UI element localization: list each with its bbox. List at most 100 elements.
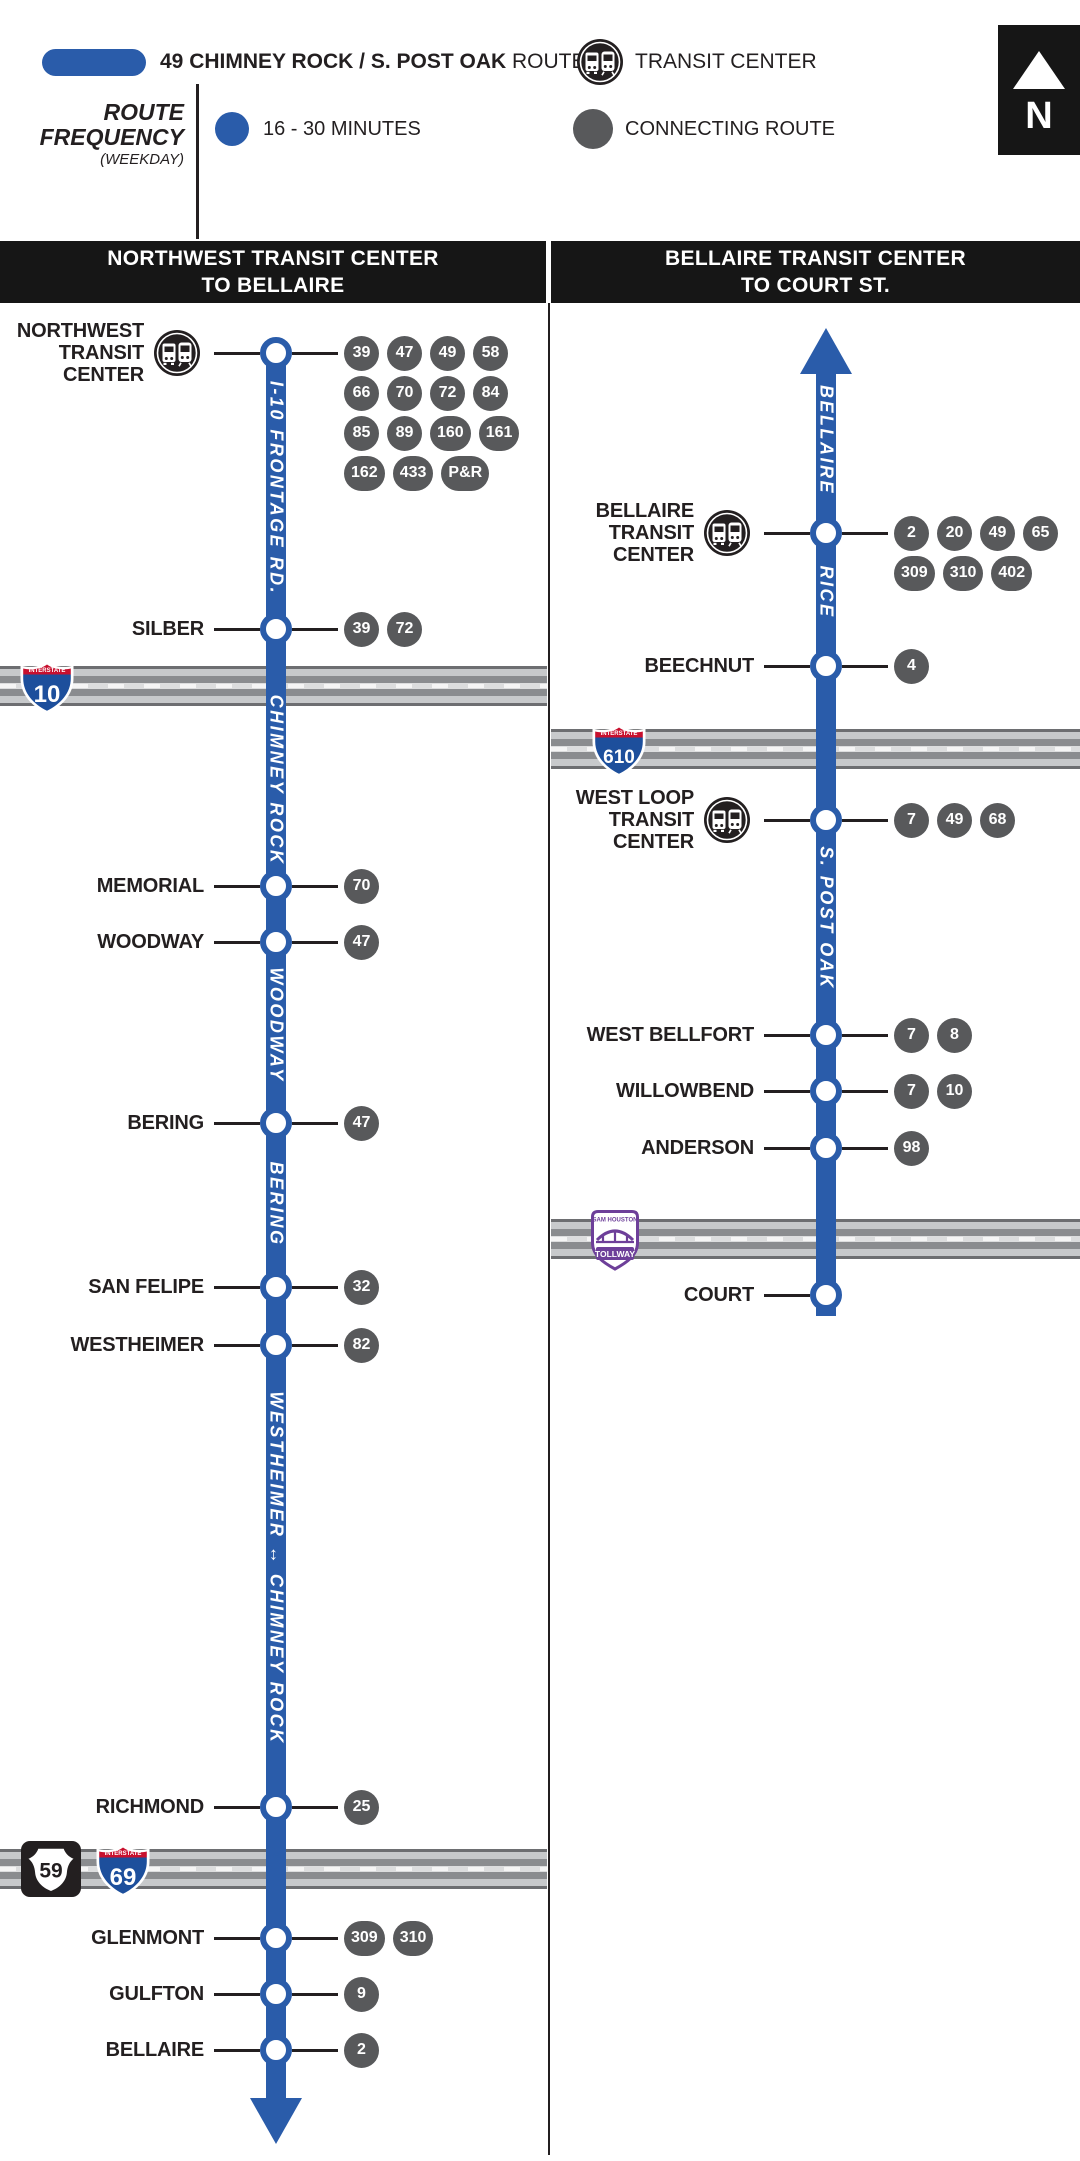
stop-tick-left (214, 1992, 260, 1996)
stop-name-line: SAN FELIPE (88, 1276, 204, 1298)
highway-shield-interstate-610: INTERSTATE 610 (588, 720, 650, 778)
stop-marker (260, 2034, 292, 2066)
stop-name-line: NORTHWEST (16, 320, 144, 342)
route-frequency-title-line1: ROUTE (103, 99, 185, 125)
stop-tick-right (842, 1089, 888, 1093)
connecting-route-badge-66: 66 (344, 375, 379, 411)
stop-name-line: TRANSIT (58, 342, 144, 364)
highway-shield-sam-houston-tollway: SAM HOUSTON TOLLWAY (583, 1206, 647, 1272)
stop-name-line: TRANSIT (608, 809, 694, 831)
svg-text:10: 10 (34, 681, 61, 708)
connecting-route-badge-39: 39 (344, 335, 379, 371)
stop-name-line: CENTER (612, 831, 694, 853)
stop-tick-right (292, 1805, 338, 1809)
frequency-value: 16 - 30 MINUTES (263, 118, 421, 140)
stop-name: RICHMOND (0, 1796, 205, 1818)
route-line (816, 372, 836, 1316)
north-arrow-icon (1013, 51, 1065, 89)
stop-tick-right (292, 1121, 338, 1125)
stop-name-line: BELLAIRE (595, 500, 695, 522)
svg-text:INTERSTATE: INTERSTATE (105, 1851, 142, 1857)
stop-name-line: TRANSIT (608, 522, 694, 544)
stop-tick-right (292, 1343, 338, 1347)
connecting-route-badge-7: 7 (894, 1073, 929, 1109)
column-header-northwest: NORTHWEST TRANSIT CENTER TO BELLAIRE (0, 241, 546, 303)
stop-marker (260, 926, 292, 958)
connecting-route-badge-89: 89 (387, 415, 422, 451)
route-title: 49 CHIMNEY ROCK / S. POST OAK ROUTE (160, 48, 586, 76)
stop-tick-left (764, 1033, 810, 1037)
street-name-label: BELLAIRE (816, 385, 837, 495)
stop-name-line: BEECHNUT (644, 655, 754, 677)
transit-center-legend-icon (577, 39, 623, 85)
connecting-route-badge-160: 160 (430, 415, 471, 451)
stop-marker (260, 1922, 292, 1954)
stop-tick-right (842, 531, 888, 535)
stop-name: WOODWAY (0, 931, 204, 953)
connecting-route-badge-65: 65 (1023, 515, 1058, 551)
stop-marker (260, 1271, 292, 1303)
stop-tick-left (214, 1343, 260, 1347)
svg-text:SAM HOUSTON: SAM HOUSTON (593, 1218, 638, 1224)
connecting-route-badge-85: 85 (344, 415, 379, 451)
transit-center-icon (154, 330, 200, 376)
stop-tick-left (214, 2048, 260, 2052)
street-name-label: RICE (816, 565, 837, 619)
stop-tick-right (842, 1033, 888, 1037)
stop-name-line: RICHMOND (95, 1796, 205, 1818)
route-arrowhead-up (800, 328, 852, 374)
stop-tick-left (214, 1936, 260, 1940)
svg-text:TOLLWAY: TOLLWAY (595, 1249, 635, 1259)
connecting-route-badge-20: 20 (937, 515, 972, 551)
connecting-route-label: CONNECTING ROUTE (625, 118, 835, 140)
stop-tick-right (292, 940, 338, 944)
transit-center-icon (704, 797, 750, 843)
svg-text:INTERSTATE: INTERSTATE (29, 668, 66, 674)
connecting-route-badge-70: 70 (387, 375, 422, 411)
stop-name-line: GULFTON (109, 1983, 204, 2005)
route-line-sample (42, 49, 146, 76)
svg-text:INTERSTATE: INTERSTATE (601, 731, 638, 737)
stop-marker (260, 870, 292, 902)
stop-name: SAN FELIPE (0, 1276, 204, 1298)
stop-name: GULFTON (0, 1983, 204, 2005)
stop-tick-left (214, 1285, 260, 1289)
street-name-label: I-10 FRONTAGE RD. (266, 380, 287, 596)
stop-tick-left (764, 818, 810, 822)
connecting-route-badge-32: 32 (344, 1269, 379, 1305)
connecting-route-badge-row: 32 (344, 1269, 379, 1305)
stop-marker (810, 1132, 842, 1164)
stop-marker (260, 1107, 292, 1139)
stop-marker (260, 613, 292, 645)
stop-name-line: WEST BELLFORT (586, 1024, 755, 1046)
connecting-route-badge-row: 70 (344, 868, 379, 904)
stop-marker (810, 804, 842, 836)
stop-tick-right (842, 818, 888, 822)
stop-marker (260, 337, 292, 369)
stop-name-line: WEST LOOP (575, 787, 694, 809)
column-header-line2: TO BELLAIRE (201, 274, 345, 297)
connecting-route-badge-p-r: P&R (441, 455, 490, 491)
stop-tick-right (842, 1146, 888, 1150)
road-dash-line (551, 1237, 1080, 1241)
transit-center-label: TRANSIT CENTER (635, 50, 817, 73)
stop-name-line: GLENMONT (91, 1927, 204, 1949)
stop-marker (810, 650, 842, 682)
frequency-dot-icon (215, 112, 249, 146)
connecting-route-badge-162: 162 (344, 455, 385, 491)
connecting-route-badge-72: 72 (387, 611, 422, 647)
connecting-route-badge-47: 47 (344, 1105, 379, 1141)
north-label: N (1025, 95, 1053, 137)
stop-name-line: COURT (683, 1284, 754, 1306)
connecting-route-badge-98: 98 (894, 1130, 929, 1166)
connecting-route-badge-49: 49 (980, 515, 1015, 551)
connecting-route-badge-47: 47 (344, 924, 379, 960)
